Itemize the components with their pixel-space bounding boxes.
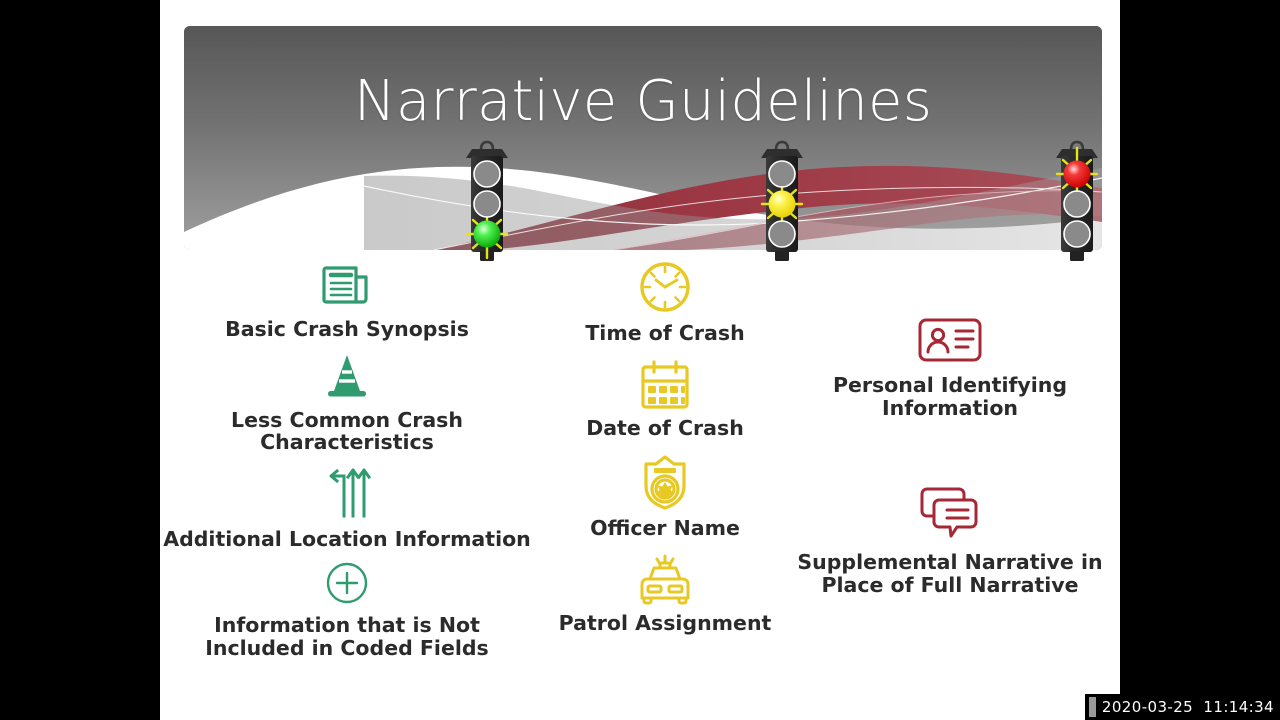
entry-label: Additional Location Information <box>163 526 531 551</box>
page-title: Narrative Guidelines <box>353 69 933 134</box>
clock-icon <box>532 258 798 316</box>
guideline-columns: Basic Crash Synopsis <box>160 258 1120 720</box>
entry-label: Less Common Crash Characteristics <box>231 407 463 455</box>
entry-supplemental-narrative: Supplemental Narrative in Place of Full … <box>780 483 1120 596</box>
slide-banner: Narrative Guidelines <box>184 26 1102 250</box>
banner-wave-graphic <box>184 26 1102 250</box>
yellow-traffic-light <box>751 138 813 268</box>
chat-bubbles-icon <box>780 483 1120 541</box>
entry-label: Patrol Assignment <box>558 610 772 635</box>
id-card-icon <box>780 316 1120 364</box>
police-badge-icon <box>532 453 798 511</box>
green-guideline-column: Basic Crash Synopsis <box>162 258 532 669</box>
traffic-cone-icon <box>162 351 532 401</box>
entry-label: Basic Crash Synopsis <box>225 317 469 341</box>
timestamp-grip-handle[interactable] <box>1088 697 1096 717</box>
entry-date-of-crash: Date of Crash <box>532 359 798 440</box>
red-guideline-column: Personal Identifying Information <box>780 258 1120 634</box>
entry-additional-location-information: Additional Location Information <box>162 464 532 551</box>
entry-label: Information that is Not Included in Code… <box>205 613 489 660</box>
newspaper-icon <box>162 258 532 310</box>
yellow-guideline-column: Time of Crash <box>532 258 798 648</box>
entry-time-of-crash: Time of Crash <box>532 258 798 345</box>
entry-patrol-assignment: Patrol Assignment <box>532 554 798 635</box>
patrol-car-icon <box>532 554 798 606</box>
entry-basic-crash-synopsis: Basic Crash Synopsis <box>162 258 532 341</box>
entry-officer-name: Officer Name <box>532 453 798 540</box>
entry-label: Officer Name <box>590 516 740 541</box>
entry-information-not-in-coded-fields: Information that is Not Included in Code… <box>162 560 532 659</box>
lane-arrows-icon <box>162 464 532 520</box>
plus-circle-icon <box>162 560 532 606</box>
timestamp-text: 2020-03-25 11:14:34 <box>1101 698 1274 716</box>
video-timestamp-overlay: 2020-03-25 11:14:34 <box>1084 694 1280 720</box>
entry-label: Supplemental Narrative in Place of Full … <box>797 550 1103 597</box>
entry-label: Time of Crash <box>585 321 745 345</box>
entry-label: Personal Identifying Information <box>832 373 1068 420</box>
entry-personal-identifying-information: Personal Identifying Information <box>780 316 1120 419</box>
green-traffic-light <box>456 138 518 268</box>
yellow-traffic-light-graphic <box>760 140 804 261</box>
red-traffic-light <box>1046 138 1108 268</box>
entry-label: Date of Crash <box>586 415 744 440</box>
entry-less-common-crash-characteristics: Less Common Crash Characteristics <box>162 351 532 454</box>
green-traffic-light-graphic <box>465 140 509 261</box>
red-traffic-light-graphic <box>1055 140 1099 261</box>
calendar-icon <box>532 359 798 411</box>
presentation-slide: Narrative Guidelines <box>160 0 1120 720</box>
